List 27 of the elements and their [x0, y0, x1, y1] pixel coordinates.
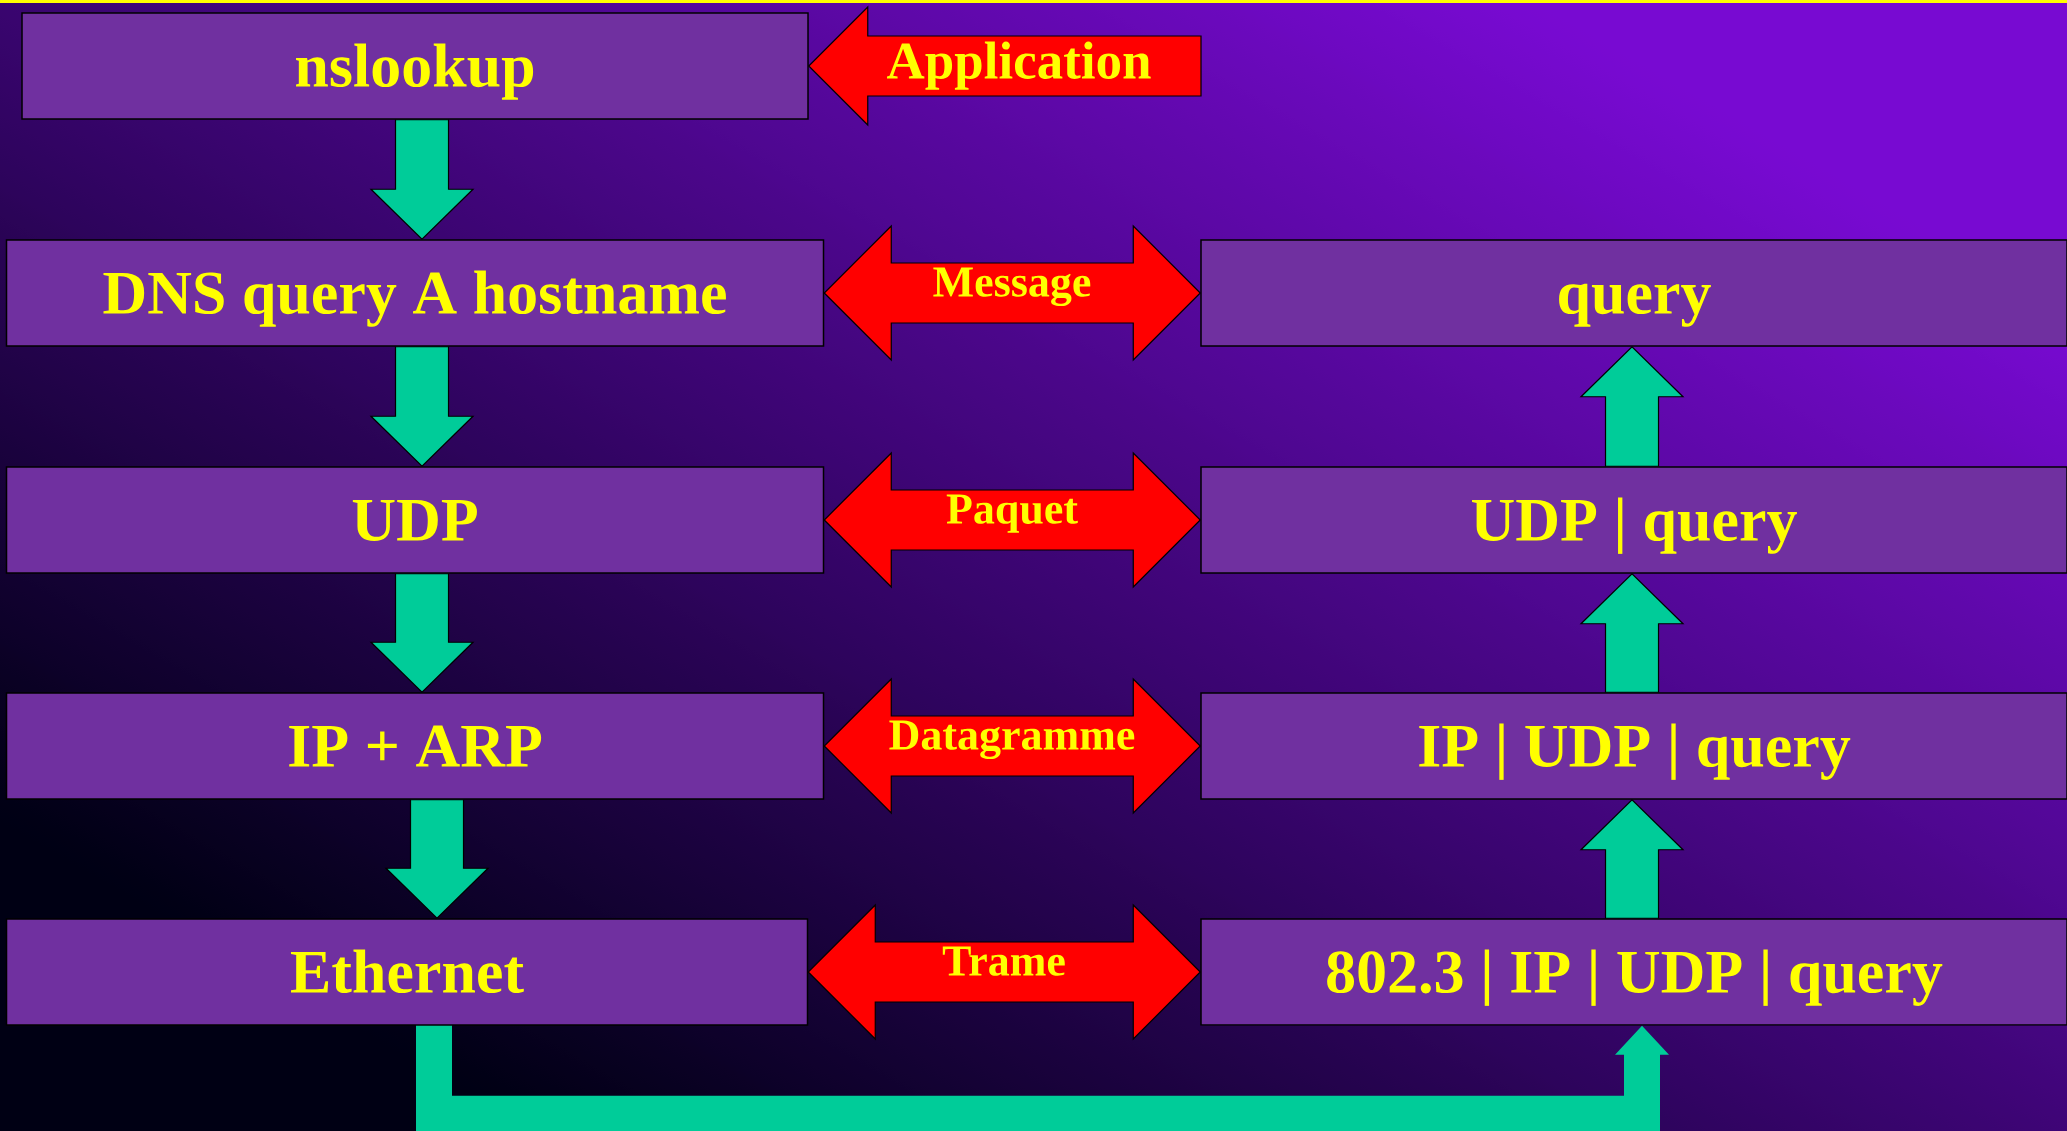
- layer-box: nslookup: [21, 12, 809, 120]
- layer-box: Ethernet: [5, 918, 809, 1026]
- layer-box: 802.3 | IP | UDP | query: [1200, 918, 2067, 1026]
- arrow: [1579, 345, 1685, 467]
- arrow: [1579, 572, 1685, 693]
- edge-label: Message: [931, 267, 1093, 307]
- double-arrow: [823, 224, 1202, 362]
- edge-label: Trame: [941, 946, 1067, 977]
- layer-box: UDP: [5, 466, 825, 574]
- layer-box: IP + ARP: [5, 692, 825, 800]
- edge-label: Application: [885, 41, 1153, 90]
- arrow: [807, 5, 1202, 127]
- layer-box: IP | UDP | query: [1200, 692, 2067, 800]
- arrow: [369, 346, 475, 468]
- double-arrow: [807, 903, 1202, 1041]
- layer-box: query: [1200, 239, 2067, 347]
- layer-box: DNS query A hostname: [5, 239, 825, 347]
- bent-arrow: [416, 1025, 1669, 1131]
- arrow: [369, 573, 475, 694]
- arrow: [369, 119, 475, 241]
- arrow: [384, 799, 490, 920]
- double-arrow: [823, 677, 1202, 815]
- edge-label: Datagramme: [887, 720, 1137, 760]
- arrow: [1579, 798, 1685, 919]
- edge-label: Paquet: [945, 494, 1079, 533]
- layer-box: UDP | query: [1200, 466, 2067, 574]
- double-arrow: [823, 451, 1202, 589]
